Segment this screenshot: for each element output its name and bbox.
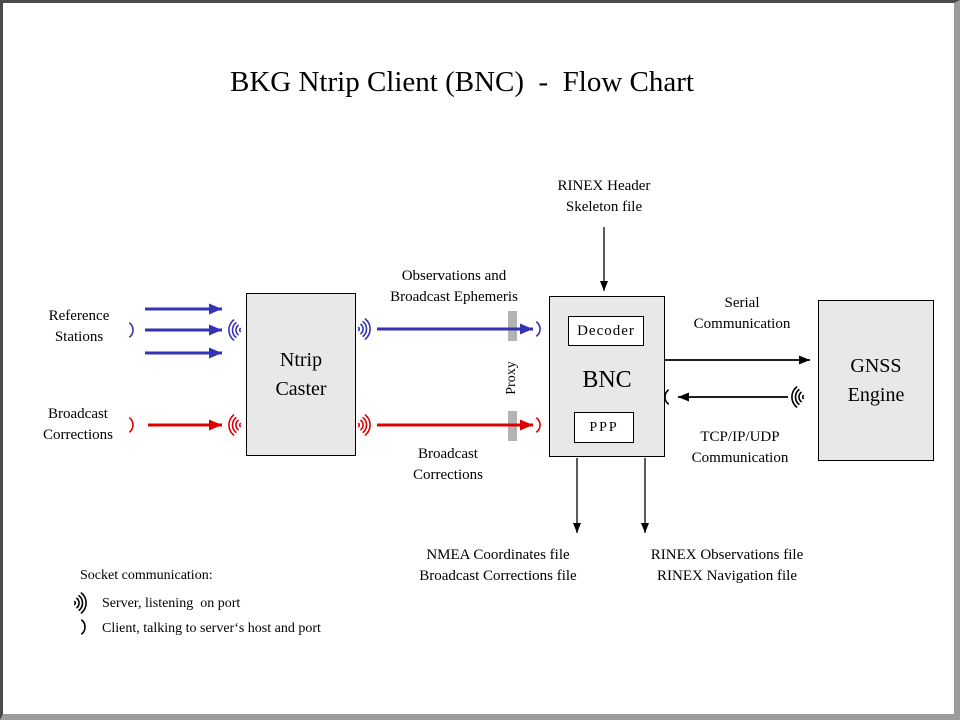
rinex-header-label: RINEX Header Skeleton file	[557, 178, 651, 215]
client-socket-icon	[664, 389, 670, 405]
reference-stations-label: Reference Stations	[48, 308, 110, 345]
node-ppp: PPP	[574, 412, 634, 443]
decoder-label: Decoder	[577, 322, 635, 339]
server-socket-icon	[357, 318, 371, 340]
legend-client-socket-icon	[81, 619, 86, 635]
server-socket-icon	[791, 386, 805, 408]
node-gnss-engine: GNSS Engine	[818, 300, 934, 461]
node-ntrip-caster: Ntrip Caster	[246, 293, 356, 456]
gnss-engine-label: GNSS Engine	[847, 354, 905, 406]
legend-server-socket-icon	[73, 592, 87, 614]
bnc-label: BNC	[582, 367, 632, 393]
rinex-outputs-label: RINEX Observations file RINEX Navigation…	[650, 547, 804, 584]
server-socket-icon	[228, 319, 242, 341]
client-socket-icon	[535, 417, 541, 433]
legend-title: Socket communication:	[80, 568, 213, 583]
nmea-outputs-label: NMEA Coordinates file Broadcast Correcti…	[419, 547, 577, 584]
node-bnc: Decoder BNC PPP	[549, 296, 665, 457]
proxy-bar-top	[508, 311, 517, 341]
observations-ephemeris-label: Observations and Broadcast Ephemeris	[390, 268, 518, 305]
client-socket-icon	[535, 321, 541, 337]
broadcast-corrections-stream-label: Broadcast Corrections	[413, 446, 483, 483]
server-socket-icon	[357, 414, 371, 436]
tcp-communication-label: TCP/IP/UDP Communication	[691, 429, 789, 466]
server-socket-icon	[228, 414, 242, 436]
node-decoder: Decoder	[568, 316, 644, 346]
legend-server-label: Server, listening on port	[102, 596, 241, 611]
ntrip-caster-label: Ntrip Caster	[275, 348, 327, 400]
proxy-label: Proxy	[504, 361, 519, 395]
serial-communication-label: Serial Communication	[693, 295, 791, 332]
page-title: BKG Ntrip Client (BNC) - Flow Chart	[230, 66, 694, 98]
ppp-label: PPP	[589, 419, 619, 435]
legend-client-label: Client, talking to server‘s host and por…	[102, 621, 321, 636]
broadcast-corrections-input-label: Broadcast Corrections	[43, 406, 113, 443]
